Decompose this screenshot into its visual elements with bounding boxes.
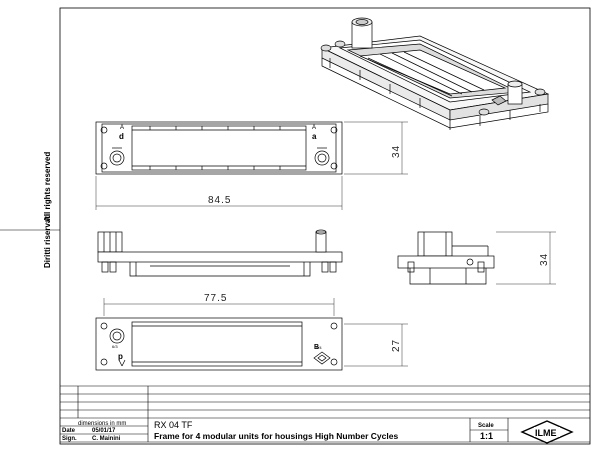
dim-lines-side: [496, 231, 556, 285]
dim-height-bottom: 27: [391, 339, 402, 352]
top-view: [95, 121, 343, 175]
side-text-left: Diritti riservati: [43, 214, 52, 268]
scale-value: 1:1: [480, 431, 493, 441]
side-view: [397, 231, 495, 285]
bottom-view-mark-b: B: [314, 344, 319, 351]
sign-value: C. Mainini: [92, 436, 121, 442]
ilme-logo-text: ILME: [535, 428, 557, 438]
dim-note: dimensions in mm: [78, 421, 126, 427]
bottom-view-mark-small-left: 6/3: [112, 344, 118, 349]
date-value: 05/01/17: [92, 428, 116, 434]
bottom-view: [95, 317, 343, 371]
top-view-mark-a: a: [312, 132, 317, 141]
top-view-mark-a-left: A: [120, 125, 124, 131]
isometric-view: [320, 17, 550, 130]
product-description: Frame for 4 modular units for housings H…: [154, 431, 398, 441]
scale-label: Scale: [478, 423, 494, 429]
date-label: Date: [62, 428, 76, 434]
ilme-logo: ILME: [520, 420, 574, 444]
product-code: RX 04 TF: [154, 420, 193, 430]
dim-width-bottom: 77.5: [204, 293, 227, 304]
side-text-right: All rights reserved: [43, 152, 52, 222]
dim-height-top: 34: [391, 145, 402, 158]
top-view-mark-a-right: A: [312, 125, 316, 131]
dim-lines-top: [95, 121, 408, 210]
bottom-view-mark-small-right: 6/4: [316, 345, 322, 350]
dim-width-top: 84.5: [208, 195, 231, 206]
bottom-view-mark-p: p: [118, 352, 123, 361]
dim-height-side: 34: [539, 253, 550, 266]
title-block-grid: [60, 385, 590, 443]
sign-label: Sign.: [62, 436, 77, 442]
top-view-mark-d: d: [119, 132, 124, 141]
sheet-border: [59, 7, 591, 445]
front-view: [97, 229, 343, 277]
dim-lines-bottom: [103, 298, 408, 367]
